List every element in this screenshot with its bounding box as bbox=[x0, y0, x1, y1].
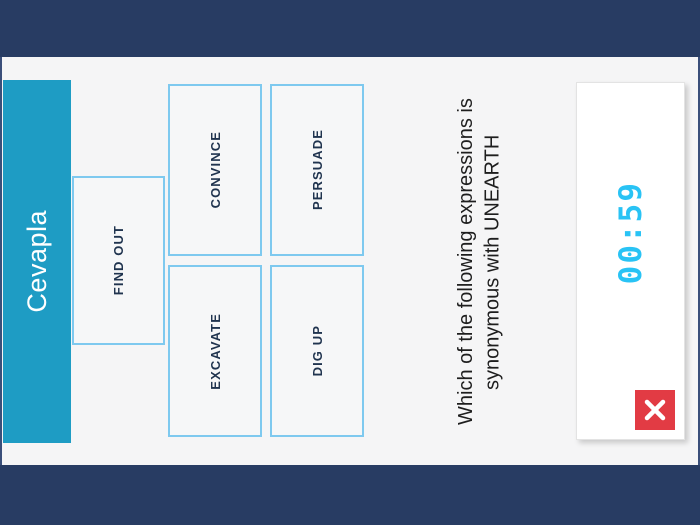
option-label: PERSUADE bbox=[309, 129, 325, 211]
option-dig-up[interactable]: DIG UP bbox=[270, 265, 364, 437]
close-button[interactable] bbox=[635, 390, 675, 430]
answer-submit-label: Cevapla bbox=[21, 210, 52, 313]
question-text: Which of the following expressions is sy… bbox=[454, 98, 503, 426]
option-persuade[interactable]: PERSUADE bbox=[270, 84, 364, 256]
option-label: FIND OUT bbox=[111, 225, 126, 296]
timer-card: 00:59 bbox=[576, 82, 685, 440]
option-label: DIG UP bbox=[309, 325, 325, 377]
option-label: EXCAVATE bbox=[207, 312, 223, 390]
option-convince[interactable]: CONVINCE bbox=[168, 84, 262, 256]
option-excavate[interactable]: EXCAVATE bbox=[168, 265, 262, 437]
answer-submit-bar[interactable]: Cevapla bbox=[3, 80, 71, 443]
countdown-timer: 00:59 bbox=[577, 83, 686, 383]
option-find-out[interactable]: FIND OUT bbox=[72, 176, 165, 345]
timer-display: 00:59 bbox=[613, 181, 649, 285]
option-label: CONVINCE bbox=[207, 131, 223, 209]
question-panel: Which of the following expressions is sy… bbox=[404, 84, 554, 440]
close-x-icon bbox=[644, 399, 666, 421]
